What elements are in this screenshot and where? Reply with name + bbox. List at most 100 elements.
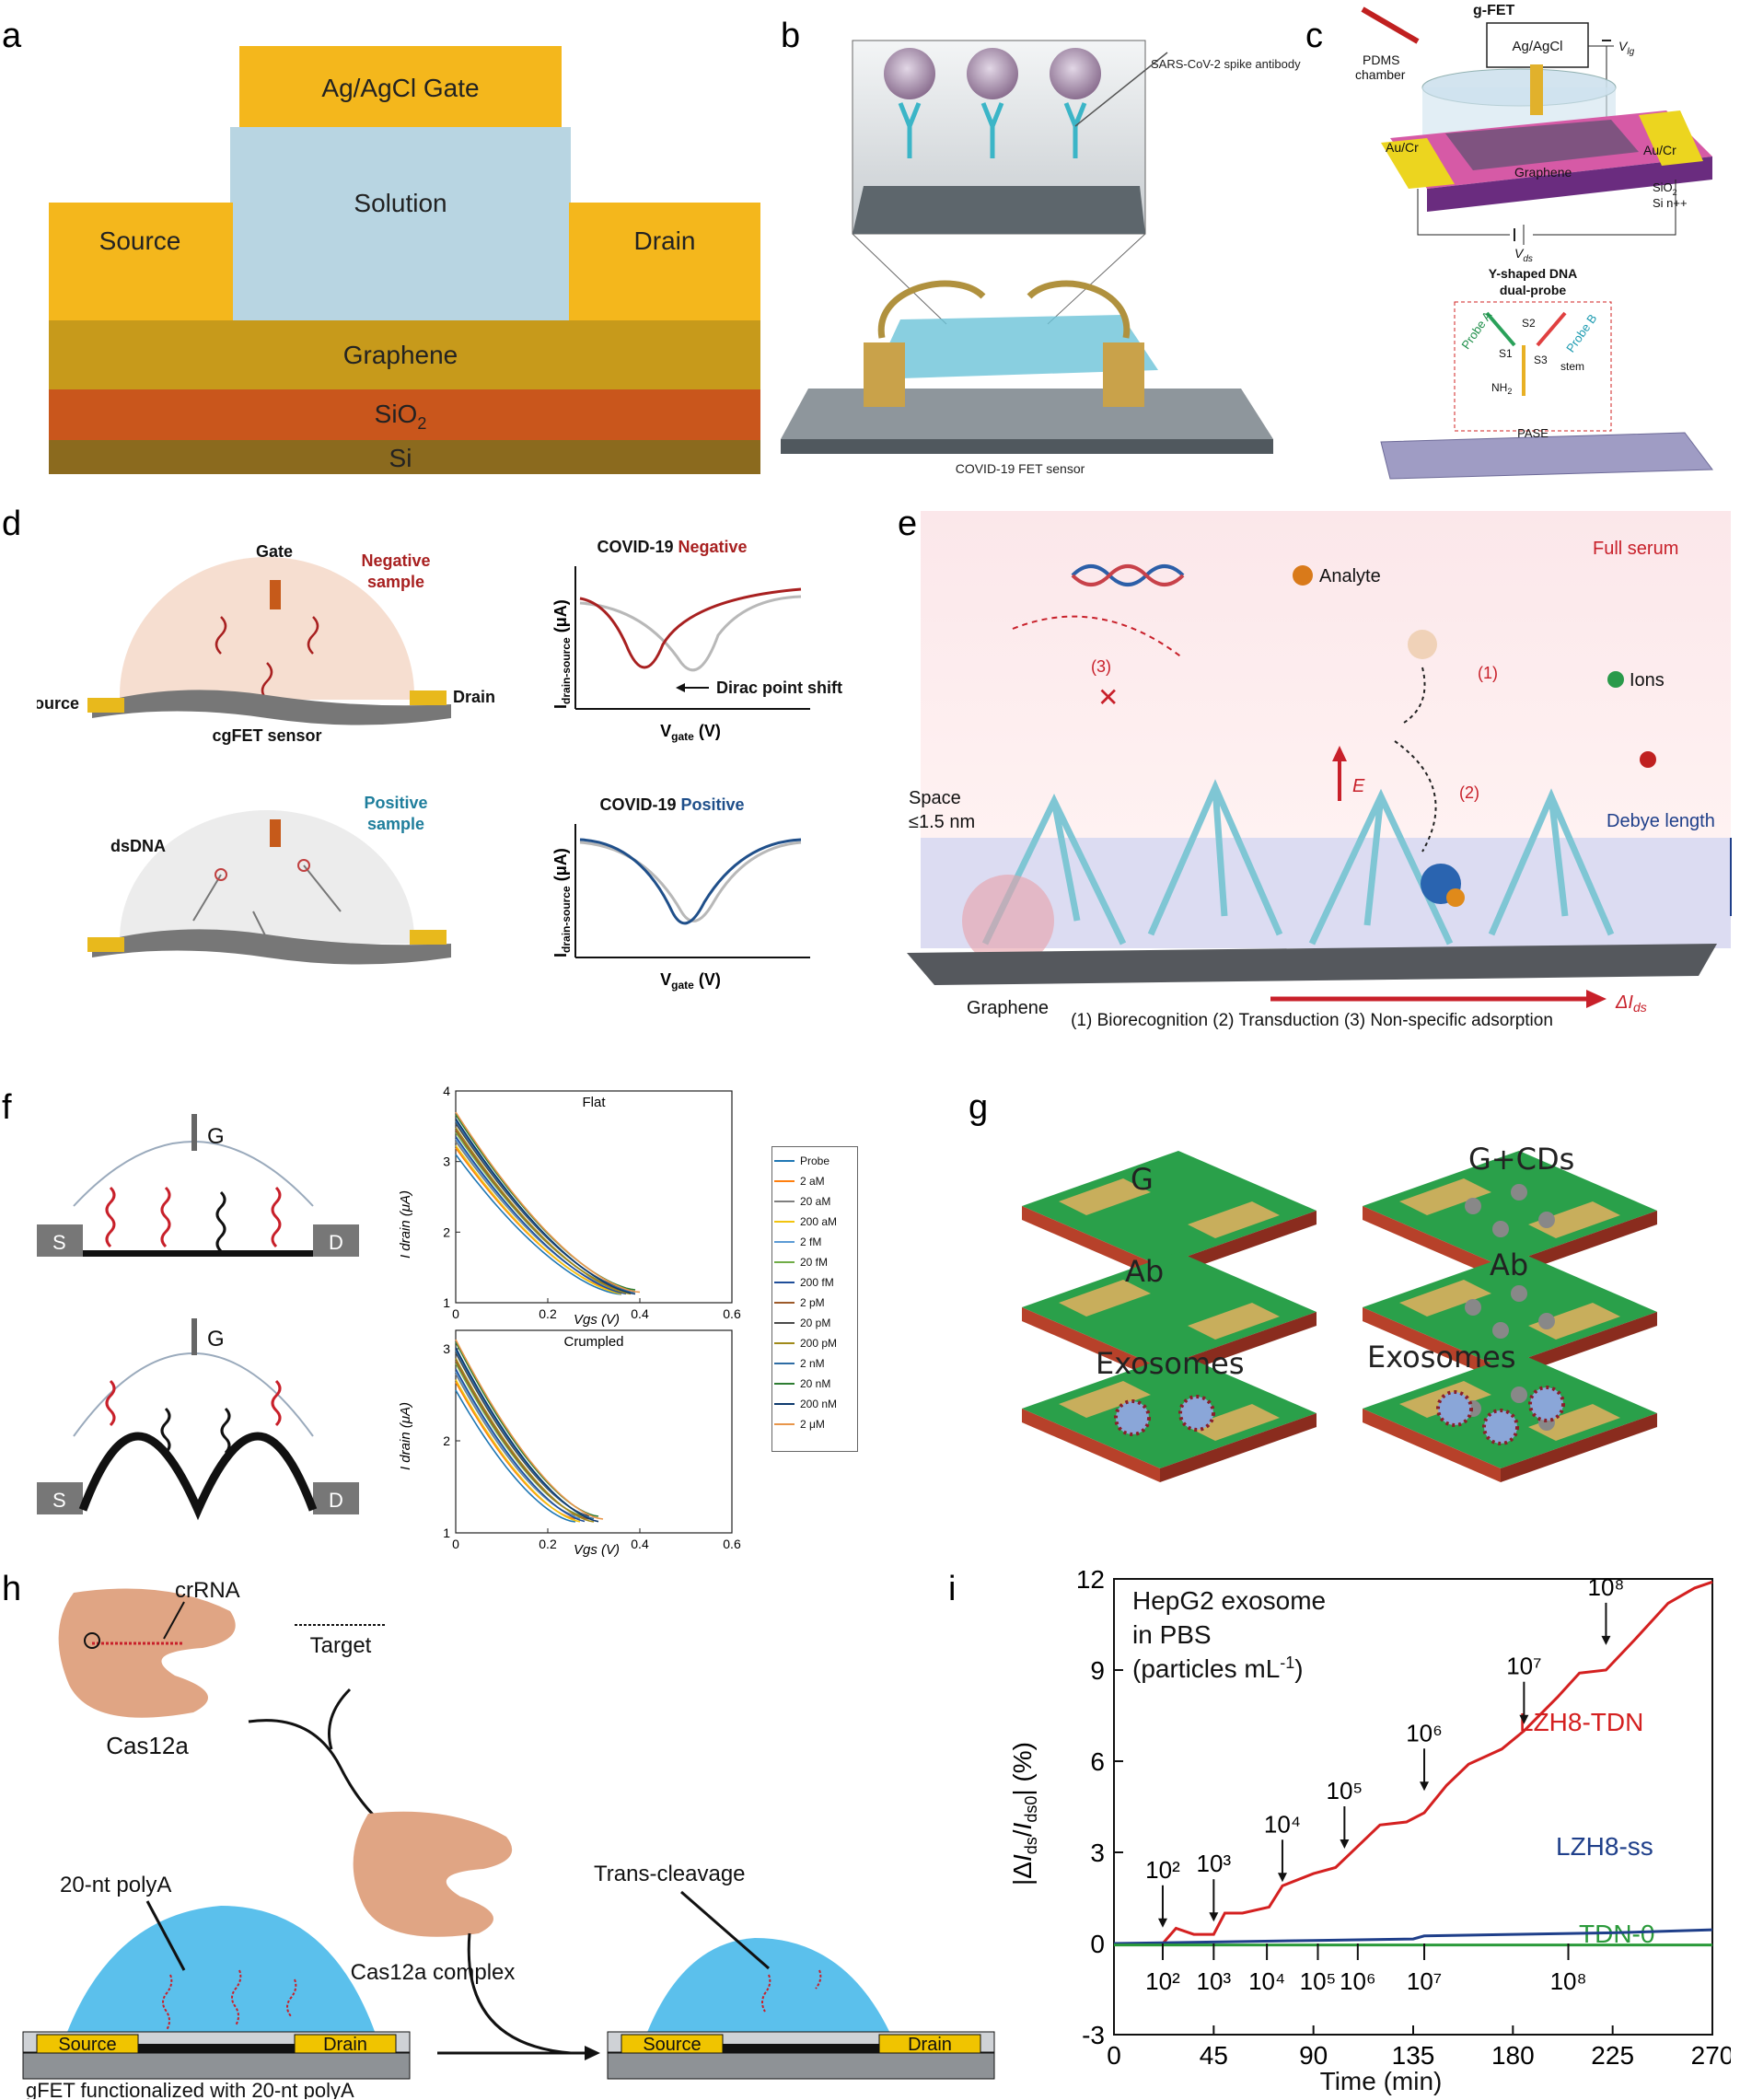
e-caption: (1) Biorecognition (2) Transduction (3) … — [1071, 1011, 1553, 1030]
[object Object],[object Object]-series-4 — [455, 1144, 622, 1295]
h-caption: gFET functionalized with 20-nt polyA — [26, 2079, 354, 2099]
dsdna-label: dsDNA — [110, 837, 166, 855]
exosome — [1178, 1395, 1215, 1432]
cas12a-protein — [58, 1588, 236, 1718]
[object Object],[object Object]-series-5 — [455, 1138, 627, 1294]
step2-label: (2) — [1459, 783, 1479, 802]
sio2-layer — [49, 389, 760, 440]
crrna-label: crRNA — [175, 1578, 240, 1603]
sensor-label: cgFET sensor — [212, 726, 321, 745]
chip-5 — [1363, 1252, 1657, 1381]
drain-electrode — [410, 690, 447, 705]
panel-label-a: a — [2, 17, 22, 55]
panel-label-c: c — [1305, 17, 1323, 55]
probe-title-2: dual-probe — [1500, 283, 1567, 297]
i-legend-1: HepG2 exosome — [1132, 1586, 1326, 1615]
legend-swatch — [774, 1403, 795, 1405]
legend-item: 20 nM — [774, 1374, 855, 1394]
[object Object],[object Object]-series-13 — [455, 1347, 599, 1523]
i-xtick: 270 — [1691, 2041, 1731, 2070]
drain-electrode — [569, 203, 760, 322]
i-xlabel: Time (min) — [1320, 2067, 1443, 2095]
legend-swatch — [774, 1221, 795, 1223]
i-bottom-mark: 10³ — [1197, 1967, 1232, 1995]
[object Object],[object Object]-xtick: 0.6 — [723, 1537, 741, 1551]
sensor-chip — [781, 389, 1273, 439]
caption: COVID-19 FET sensor — [956, 461, 1085, 476]
target-label: Target — [310, 1633, 372, 1658]
positive-sample-label: Positive — [364, 794, 427, 812]
legend-label: 2 aM — [800, 1175, 825, 1188]
pdms-label: PDMS — [1363, 52, 1399, 67]
dna-helix — [1071, 564, 1185, 586]
i-ytick: -3 — [1082, 2021, 1105, 2049]
crumpled-title: Crumpled — [563, 1334, 623, 1350]
crumpled-graphene — [78, 1432, 318, 1521]
i-legend-3: (particles mL-1) — [1132, 1653, 1304, 1683]
legend-item: 200 aM — [774, 1212, 855, 1232]
line-lzh8-tdn — [1114, 1580, 1713, 1945]
i-top-mark: 10² — [1145, 1856, 1180, 1884]
i-ytick: 3 — [1090, 1839, 1105, 1867]
series-label-lzh8-tdn: LZH8-TDN — [1519, 1708, 1643, 1736]
i-top-mark: 10⁴ — [1264, 1810, 1301, 1838]
graphene-label: Graphene — [967, 998, 1049, 1018]
gate-layer — [239, 46, 562, 127]
si-label: Si n++ — [1653, 196, 1688, 210]
i-xtick: 135 — [1392, 2041, 1435, 2070]
s1-label: S1 — [1499, 347, 1513, 360]
panel-label-i: i — [948, 1570, 957, 1608]
crumpled-graphene — [92, 690, 451, 725]
probe-b-label: Probe B — [1563, 311, 1599, 354]
trans-cleavage-label: Trans-cleavage — [594, 1862, 746, 1886]
panel-e-tetrahedral-dna: Full serum Analyte Ions (3) ✕ (1) (2) E … — [907, 511, 1732, 1030]
nh2-label: NH2 — [1491, 381, 1512, 396]
i-top-mark: 10⁶ — [1406, 1719, 1443, 1746]
full-serum-label: Full serum — [1593, 539, 1678, 559]
flat-xlabel: Vgs (V) — [574, 1312, 620, 1328]
space-label: Space — [909, 788, 961, 808]
graphene-sheet-inset — [853, 186, 1145, 234]
s-label-top: S — [52, 1231, 66, 1254]
panel-label-b: b — [781, 17, 801, 55]
panel-label-f: f — [2, 1088, 12, 1127]
d-label-bottom: D — [329, 1489, 343, 1512]
sio2-label: SiO2 — [1653, 180, 1677, 197]
legend-swatch — [774, 1180, 795, 1182]
neg-baseline-curve — [579, 595, 802, 672]
source-right-label: Source — [643, 2035, 701, 2055]
pos-ylabel: Idrain-source (μA) — [551, 848, 573, 957]
[object Object],[object Object]-series-4 — [455, 1379, 581, 1523]
i-bottom-mark: 10⁵ — [1300, 1967, 1337, 1995]
[object Object],[object Object]-ytick: 1 — [443, 1295, 450, 1310]
space-label-2: ≤1.5 nm — [909, 812, 975, 832]
[object Object],[object Object]-xtick: 0 — [452, 1537, 459, 1551]
flat-graphene — [83, 1250, 313, 1257]
chip-2 — [1022, 1252, 1317, 1381]
droplet-left — [64, 1906, 377, 2039]
panel-c-gfet-schematic: g-FET Ag/AgCl Vlg PDMS chamber Au/Cr Au/… — [1355, 3, 1713, 480]
i-xtick: 0 — [1107, 2041, 1121, 2070]
legend-item: 2 fM — [774, 1232, 855, 1252]
drain-right-label: Drain — [908, 2035, 952, 2055]
crumpled-ylabel: I drain (μA) — [398, 1402, 413, 1470]
crumpled-xlabel: Vgs (V) — [574, 1542, 620, 1558]
drain-left-label: Drain — [323, 2035, 367, 2055]
[object Object],[object Object]-frame — [455, 1329, 733, 1534]
flat-title: Flat — [582, 1095, 606, 1110]
i-bottom-mark: 10⁸ — [1550, 1967, 1587, 1995]
positive-sample-label-2: sample — [367, 815, 424, 833]
block-mark: ✕ — [1097, 683, 1119, 712]
i-ytick: 12 — [1076, 1565, 1105, 1594]
graphene-sheet — [1445, 120, 1639, 170]
ion-icon — [1607, 671, 1624, 688]
legend-swatch — [774, 1363, 795, 1364]
legend-item: 20 fM — [774, 1252, 855, 1272]
legend-label: 20 pM — [800, 1317, 831, 1329]
gate-label: Ag/AgCl Gate — [321, 74, 479, 102]
legend-label: 20 aM — [800, 1195, 831, 1208]
au-cr-left-label: Au/Cr — [1386, 140, 1419, 155]
source-bottom — [37, 1482, 83, 1514]
[object Object],[object Object]-ytick: 3 — [443, 1341, 450, 1356]
complex-label: Cas12a complex — [351, 1960, 516, 1985]
